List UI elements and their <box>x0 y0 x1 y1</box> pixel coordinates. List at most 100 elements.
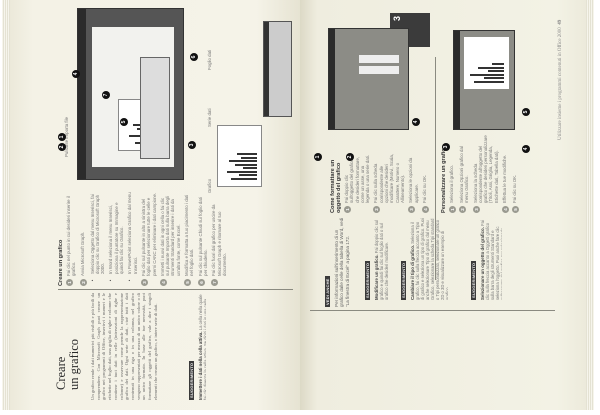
chart-label: Grafico <box>207 178 212 193</box>
datasheet-preview <box>140 57 170 159</box>
steps-format-object: Come formattare un oggetto del grafico 1… <box>330 153 430 213</box>
callout-marker: 4 <box>522 145 530 153</box>
sidebar-see-also: VEDI ANCHE Per informazioni sull'inserim… <box>316 215 354 307</box>
step-text: Avvia Microsoft Graph. <box>79 231 85 276</box>
step-number: 1 <box>344 206 351 213</box>
step-text: Fai clic su OK. <box>512 174 518 203</box>
step-text: Seleziona le opzioni da applicare. <box>408 157 419 203</box>
column-divider <box>58 289 293 290</box>
step: 4 Immetti i nuovi dati in ogni cella o fa… <box>159 192 181 286</box>
step-text: Effettua le tue modifiche. <box>502 154 508 203</box>
title-line: un grafico <box>67 338 81 390</box>
step: 4 Effettua le tue modifiche. <box>502 135 510 213</box>
step-text: Immetti i nuovi dati in ogni cella o fai… <box>159 195 181 276</box>
tip-header: SUGGERIMENTO <box>189 360 194 400</box>
sidebar-body: Seleziona il grafico, fai clic sulla fre… <box>410 218 448 300</box>
step: 4 Fai clic su OK. <box>421 153 429 213</box>
step: 3 Seleziona le opzioni da applicare. <box>408 153 419 213</box>
bullet: •In PowerPoint seleziona Grafico dal men… <box>127 192 138 284</box>
step-text: Seleziona Opzioni grafico dal menu Grafi… <box>459 146 470 203</box>
step-text: Seleziona il grafico. <box>449 164 454 203</box>
step-number: 2 <box>79 279 87 286</box>
chart-options-preview <box>464 37 509 89</box>
step-number: 5 <box>512 206 520 213</box>
step-number: 2 <box>459 206 466 213</box>
sidebar-header: SUGGERIMENTO <box>365 260 370 300</box>
data-series-label: Serie dati <box>207 108 212 127</box>
step: 7 Fai clic fuori dal grafico per uscire d… <box>211 192 227 286</box>
callout-marker: 3 <box>442 143 450 151</box>
step: 1 Seleziona il grafico. <box>449 135 456 213</box>
step: 1 Fai clic nel punto in cui desideri inse… <box>66 192 77 286</box>
step: 2 Fai clic sulla scheda corrispondente al… <box>373 153 405 213</box>
chart-detail <box>217 125 262 187</box>
bullet-text: In PowerPoint seleziona Grafico dal menu… <box>127 192 138 274</box>
callout-marker: 6 <box>190 53 198 61</box>
sidebar-tip: SUGGERIMENTO Modificare un grafico. Fai … <box>356 218 388 300</box>
datasheet-detail <box>263 21 292 117</box>
sidebar-tip: SUGGERIMENTO Selezionare un oggetto del … <box>462 218 502 300</box>
step-number: 3 <box>408 206 416 213</box>
step-number: 1 <box>449 206 456 213</box>
step-text: Seleziona la scheda corrispondente all'o… <box>472 135 499 203</box>
page-title: Creare un grafico <box>54 300 81 390</box>
step-text: Fai clic su OK. <box>421 174 427 203</box>
callout-marker: 2 <box>58 143 66 151</box>
callout-marker: 4 <box>412 118 420 126</box>
steps-heading: Come formattare un oggetto del grafico <box>330 159 342 213</box>
sidebar-header: SUGGERIMENTO <box>471 260 476 300</box>
step-number: 4 <box>502 206 510 213</box>
bullet-text: In Word seleziona il menu Inserisci, pos… <box>108 202 125 274</box>
tip-box: SUGGERIMENTO Immettere i dati nella cell… <box>180 293 206 400</box>
screenshot-chart-options <box>453 30 515 130</box>
step-number: 5 <box>184 279 192 286</box>
page-number: 49 <box>558 19 563 25</box>
step-number: 2 <box>373 206 381 213</box>
step: 2 Avvia Microsoft Graph. <box>79 192 87 286</box>
callout-marker: 7 <box>102 91 110 99</box>
step-text: Fai clic fuori dal grafico per uscire da… <box>211 204 227 276</box>
step-number: 7 <box>211 279 219 286</box>
step-number: 3 <box>472 206 480 213</box>
step-number: 3 <box>140 279 148 286</box>
callout-marker: 2 <box>346 153 354 161</box>
step-number: 6 <box>197 279 205 286</box>
toolbar <box>78 9 86 179</box>
bullet-text: Seleziona Oggetto dal menu Inserisci, fa… <box>89 194 106 274</box>
page-footer: Utilizzare insieme i programmi contenuti… <box>558 20 563 140</box>
bullet: • Seleziona Oggetto dal menu Inserisci, f… <box>90 192 106 284</box>
page-edges-right <box>586 0 594 410</box>
callout-marker: 1 <box>58 133 66 141</box>
step-text: Fai clic sulla scheda corrispondente all… <box>373 153 405 203</box>
datasheet-label: Foglio dati <box>207 49 212 70</box>
step: 5 Fai clic su OK. <box>512 135 520 213</box>
sidebar-header: SUGGERIMENTO <box>401 260 406 300</box>
step-number: 1 <box>66 279 73 286</box>
step: 2 Seleziona Opzioni grafico dal menu Graf… <box>459 135 470 213</box>
section-divider <box>435 57 436 280</box>
sidebar-header: VEDI ANCHE <box>325 276 330 307</box>
step-text: Modifica e formatta a tuo piacimento i d… <box>184 194 195 276</box>
step-text: Fai clic sul pulsante in alto a sinistra… <box>140 192 157 276</box>
step-number: 4 <box>421 206 429 213</box>
footer-text: Utilizzare insieme i programmi contenuti… <box>558 27 563 140</box>
step-text: Fai clic nel punto in cui desideri inser… <box>66 196 77 276</box>
callout-marker: 3 <box>188 141 196 149</box>
intro-paragraph: Un grafico rende i dati numerici più vis… <box>90 293 158 400</box>
sidebar-body: Per informazioni sull'inserimento di un … <box>334 217 350 307</box>
step: 3 Fai clic sul pulsante in alto a sinistr… <box>140 192 157 286</box>
callout-marker: 4 <box>72 70 80 78</box>
callout-marker: 5 <box>522 108 530 116</box>
bullet-icon: • <box>108 279 114 282</box>
screenshot-format-dialog <box>328 28 409 130</box>
step-number: 4 <box>159 279 167 286</box>
step: 3 Seleziona la scheda corrispondente all'… <box>472 135 499 213</box>
bullet: • In Word seleziona il menu Inserisci, po… <box>108 192 124 284</box>
screenshot-graph-window <box>77 8 184 180</box>
bullet-icon: • <box>89 279 95 282</box>
